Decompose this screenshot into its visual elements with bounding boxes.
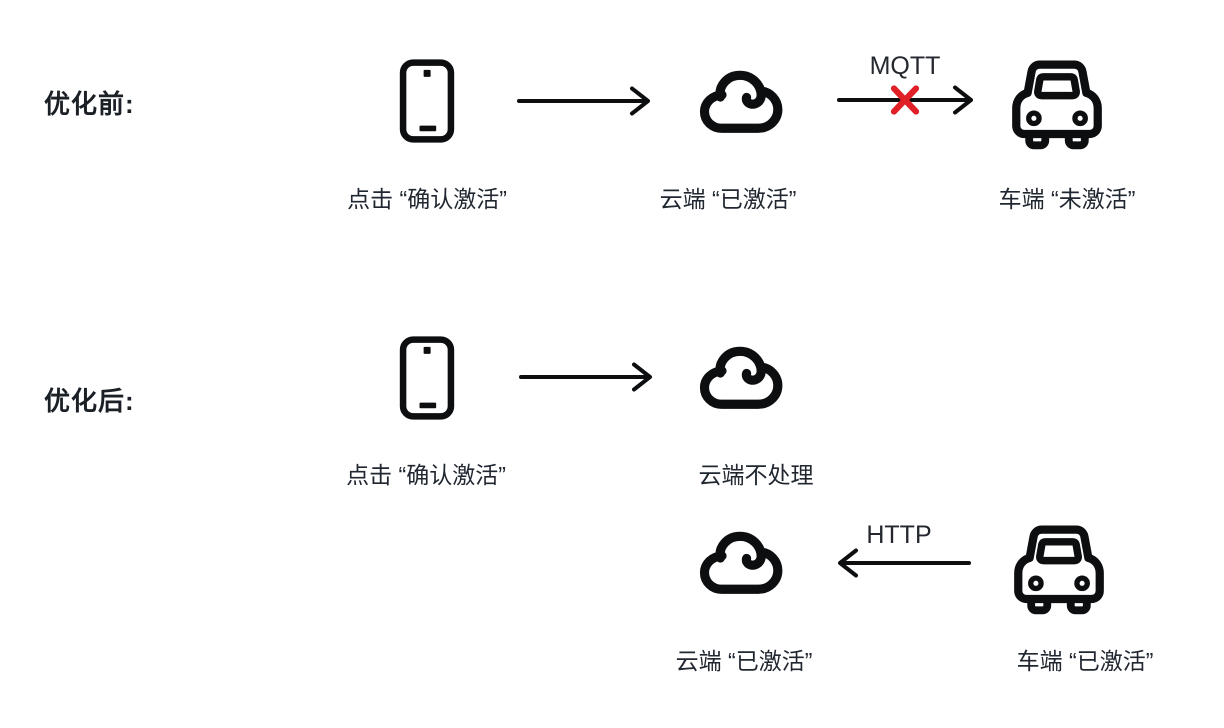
- smartphone-icon: [398, 57, 456, 145]
- smartphone-icon: [398, 334, 456, 422]
- after-step2-cloud-caption: 云端 “已激活”: [675, 648, 813, 674]
- before-heading: 优化前:: [44, 89, 135, 119]
- red-x-icon: [890, 85, 920, 115]
- before-cloud-caption: 云端 “已激活”: [659, 186, 797, 212]
- arrow-right-icon: [518, 359, 658, 395]
- car-icon: [1010, 58, 1104, 152]
- after-heading: 优化后:: [44, 386, 135, 416]
- after-step2-car-caption: 车端 “已激活”: [1016, 648, 1154, 674]
- car-icon: [1012, 523, 1106, 617]
- after-phone-caption: 点击 “确认激活”: [346, 462, 506, 488]
- http-protocol-label: HTTP: [866, 521, 932, 549]
- cloud-icon: [692, 63, 792, 141]
- after-cloud-caption: 云端不处理: [698, 462, 814, 488]
- before-phone-caption: 点击 “确认激活”: [347, 186, 507, 212]
- before-car-caption: 车端 “未激活”: [998, 186, 1136, 212]
- arrow-right-blocked-icon: [836, 82, 976, 118]
- arrow-right-icon: [516, 83, 656, 119]
- mqtt-protocol-label: MQTT: [869, 52, 941, 80]
- cloud-icon: [692, 339, 792, 417]
- cloud-icon: [692, 524, 792, 602]
- arrow-left-icon: [832, 545, 972, 581]
